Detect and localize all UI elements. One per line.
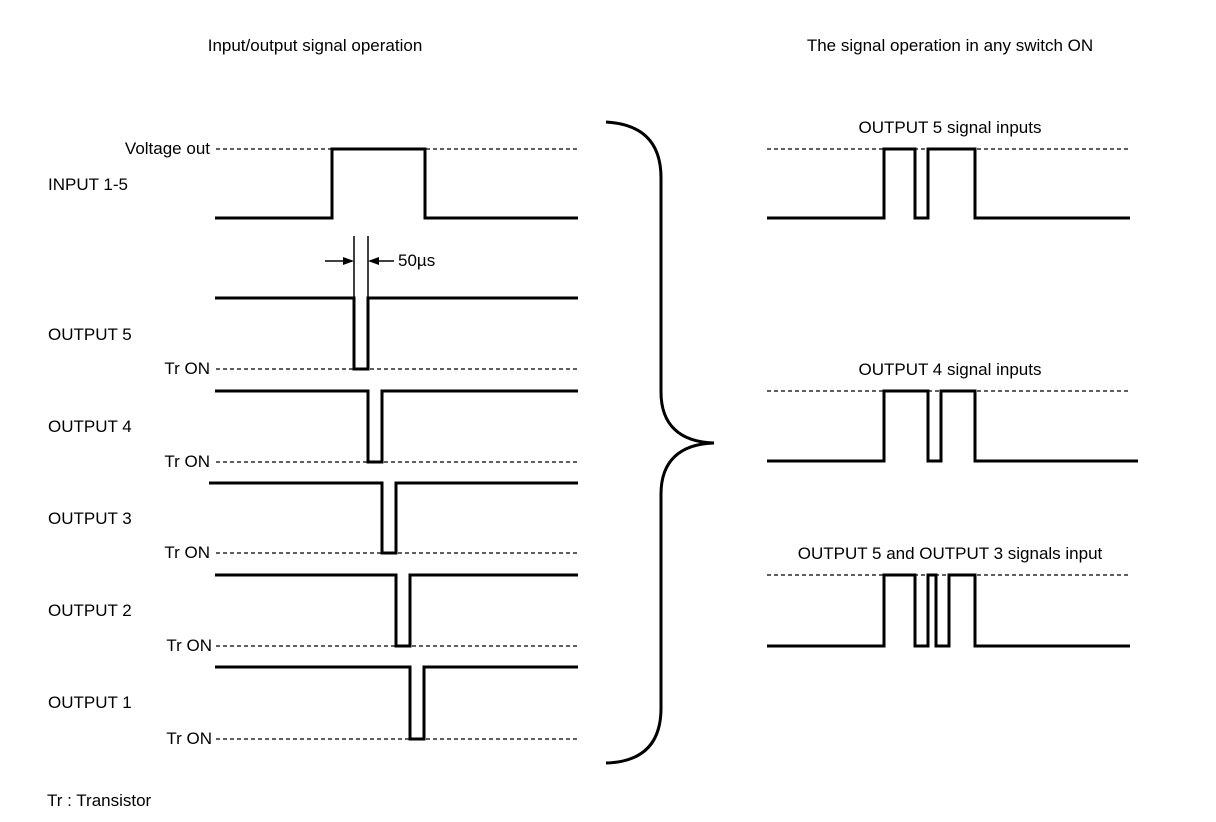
input-signal: Voltage out INPUT 1-5 bbox=[48, 139, 578, 220]
output-1-signal: OUTPUT 1 Tr ON bbox=[48, 665, 578, 748]
output-1-tr-on-label: Tr ON bbox=[166, 729, 212, 748]
input-label: INPUT 1-5 bbox=[48, 175, 128, 194]
case-output-5-and-3-waveform bbox=[767, 573, 1130, 648]
case-output-4: OUTPUT 4 signal inputs bbox=[767, 360, 1138, 463]
case-output-5-waveform bbox=[767, 147, 1130, 220]
output-5-label: OUTPUT 5 bbox=[48, 325, 132, 344]
output-3-waveform bbox=[209, 481, 578, 555]
output-2-waveform bbox=[215, 573, 578, 648]
dimension-arrow-right-icon bbox=[368, 257, 379, 265]
output-5-waveform bbox=[215, 296, 578, 371]
voltage-out-label: Voltage out bbox=[125, 139, 210, 158]
pulse-width-dimension: 50µs bbox=[325, 236, 435, 298]
case-output-4-title: OUTPUT 4 signal inputs bbox=[859, 360, 1042, 379]
case-output-5: OUTPUT 5 signal inputs bbox=[767, 118, 1130, 220]
left-title: Input/output signal operation bbox=[208, 36, 423, 55]
output-2-tr-on-label: Tr ON bbox=[166, 636, 212, 655]
case-output-5-and-3-title: OUTPUT 5 and OUTPUT 3 signals input bbox=[798, 544, 1103, 563]
output-1-label: OUTPUT 1 bbox=[48, 693, 132, 712]
right-title: The signal operation in any switch ON bbox=[807, 36, 1093, 55]
output-4-tr-on-label: Tr ON bbox=[164, 452, 210, 471]
output-5-tr-on-label: Tr ON bbox=[164, 359, 210, 378]
output-5-signal: OUTPUT 5 Tr ON bbox=[48, 296, 578, 378]
input-waveform bbox=[215, 147, 578, 220]
dimension-arrow-left-icon bbox=[343, 257, 354, 265]
case-output-5-and-3: OUTPUT 5 and OUTPUT 3 signals input bbox=[767, 544, 1130, 648]
pulse-width-label: 50µs bbox=[398, 251, 435, 270]
grouping-brace bbox=[605, 120, 715, 765]
output-2-label: OUTPUT 2 bbox=[48, 601, 132, 620]
output-4-label: OUTPUT 4 bbox=[48, 417, 132, 436]
output-3-label: OUTPUT 3 bbox=[48, 509, 132, 528]
output-4-signal: OUTPUT 4 Tr ON bbox=[48, 389, 578, 471]
case-output-4-waveform bbox=[767, 389, 1138, 463]
output-1-waveform bbox=[215, 665, 578, 741]
footnote: Tr : Transistor bbox=[47, 791, 152, 810]
output-3-tr-on-label: Tr ON bbox=[164, 543, 210, 562]
output-3-signal: OUTPUT 3 Tr ON bbox=[48, 481, 578, 562]
output-2-signal: OUTPUT 2 Tr ON bbox=[48, 573, 578, 655]
output-4-waveform bbox=[215, 389, 578, 464]
case-output-5-title: OUTPUT 5 signal inputs bbox=[859, 118, 1042, 137]
